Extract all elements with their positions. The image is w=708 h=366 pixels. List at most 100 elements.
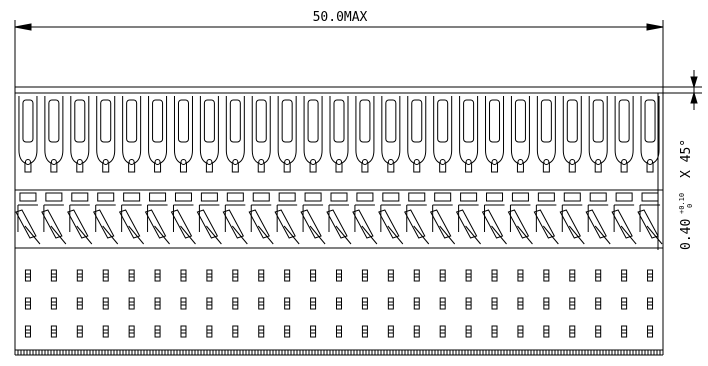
pin-housing	[96, 96, 116, 173]
pin-housing	[433, 96, 453, 173]
pin-housing	[225, 96, 245, 173]
pin-row-marker	[336, 269, 342, 282]
pin-row-marker	[647, 325, 654, 338]
pin-housing	[173, 96, 193, 173]
pin-row-marker	[50, 325, 57, 338]
pin-row-marker	[232, 325, 239, 338]
pin-slot	[152, 99, 164, 143]
pin-latch-tab	[174, 192, 192, 202]
pin-latch-tab	[434, 192, 452, 202]
pin	[248, 96, 274, 338]
pin-row-marker	[439, 297, 446, 310]
pin-slanted-lead	[481, 209, 504, 239]
pin-row-marker	[102, 325, 109, 338]
pin-latch-tab	[97, 192, 115, 202]
callout-arrow-top	[690, 76, 698, 89]
pin-slanted-lead	[144, 209, 167, 239]
pin-row-marker	[621, 269, 628, 282]
bottom-tick-strip	[14, 350, 664, 355]
pin-row-marker	[180, 325, 187, 338]
pin-housing	[70, 96, 90, 173]
pin-row-marker	[76, 325, 83, 338]
pin-contact-circle	[387, 159, 394, 165]
pin-lead-hatch	[128, 225, 145, 245]
pin-lead-hatch	[517, 225, 533, 245]
pin-slanted-lead	[352, 209, 374, 239]
pin	[481, 96, 507, 338]
pin-row-marker	[24, 325, 31, 338]
pin-slot	[229, 99, 241, 143]
pin-slanted-lead	[326, 209, 348, 239]
pin-row-marker	[439, 269, 446, 282]
pin	[455, 96, 481, 338]
pin	[326, 96, 352, 338]
pin-row-marker	[517, 325, 524, 338]
pin-housing	[329, 96, 349, 173]
pin-slanted-lead	[429, 209, 452, 239]
pin-slanted-lead	[92, 209, 115, 239]
pin-row-marker	[24, 297, 31, 310]
pin-slot	[489, 99, 501, 143]
pin-lead-hatch	[620, 225, 637, 245]
pin-row-marker	[102, 269, 109, 282]
pin-row-marker	[413, 325, 420, 338]
pin-contact-circle	[180, 159, 187, 165]
pin-contact-circle	[284, 159, 291, 165]
pin	[585, 96, 611, 338]
pin-slanted-lead	[222, 209, 245, 239]
pin-housing	[588, 96, 608, 173]
pin-slot	[540, 99, 552, 143]
pin-row-marker	[595, 325, 602, 338]
pin-row-marker	[439, 325, 446, 338]
pin-row-marker	[336, 325, 342, 338]
pin-housing	[536, 96, 556, 173]
pin-slot	[126, 99, 138, 143]
pin-slanted-lead	[455, 209, 478, 239]
chamfer-callout	[663, 70, 702, 110]
pin-slanted-lead	[300, 209, 322, 239]
pin-slot	[437, 99, 449, 143]
pin-contact-circle	[413, 159, 420, 165]
pin-slanted-lead	[507, 209, 530, 239]
pin-housing	[355, 96, 375, 173]
pin-latch-tab	[226, 192, 244, 202]
pin-latch-tab	[200, 192, 218, 202]
pin-row-marker	[336, 297, 342, 310]
pin-row-marker	[543, 325, 550, 338]
chamfer-suffix: X 45°	[679, 139, 694, 178]
pin-contact-circle	[361, 159, 368, 165]
callout-arrow-bottom	[690, 91, 698, 104]
pin-latch-tab	[123, 192, 141, 202]
pin-lead-hatch	[542, 225, 559, 245]
pin-lead-hatch	[206, 225, 222, 245]
pin-lead-hatch	[646, 225, 663, 245]
pin-slot	[644, 99, 656, 143]
pin-latch-tab	[589, 192, 607, 202]
pin-lead-hatch	[283, 225, 300, 245]
pin-row-marker	[387, 297, 394, 310]
pin-slot	[385, 99, 397, 143]
pin-slot	[618, 99, 630, 143]
pin-lead-hatch	[335, 225, 352, 245]
pin-latch-tab	[537, 192, 555, 202]
pin	[222, 96, 248, 338]
pin-housing	[381, 96, 401, 173]
pin-row-marker	[284, 269, 291, 282]
pin-row-marker	[310, 269, 317, 282]
pin-slot	[307, 99, 319, 143]
pin-contact-circle	[206, 159, 213, 165]
pin-contact-circle	[232, 159, 239, 165]
pin-housing	[18, 96, 38, 173]
pin-row-marker	[154, 269, 161, 282]
pin-latch-tab	[304, 192, 322, 202]
chamfer-tol-plus: +0.10	[678, 193, 686, 214]
pin-slot	[566, 99, 578, 143]
pin	[15, 96, 41, 338]
pin-row-marker	[76, 269, 83, 282]
pin-slot	[281, 99, 293, 143]
pin-lead-hatch	[361, 225, 378, 245]
pin-housing	[251, 96, 271, 173]
pin-row-marker	[465, 297, 472, 310]
pin-slot	[255, 99, 267, 143]
pin-slot	[463, 99, 475, 143]
